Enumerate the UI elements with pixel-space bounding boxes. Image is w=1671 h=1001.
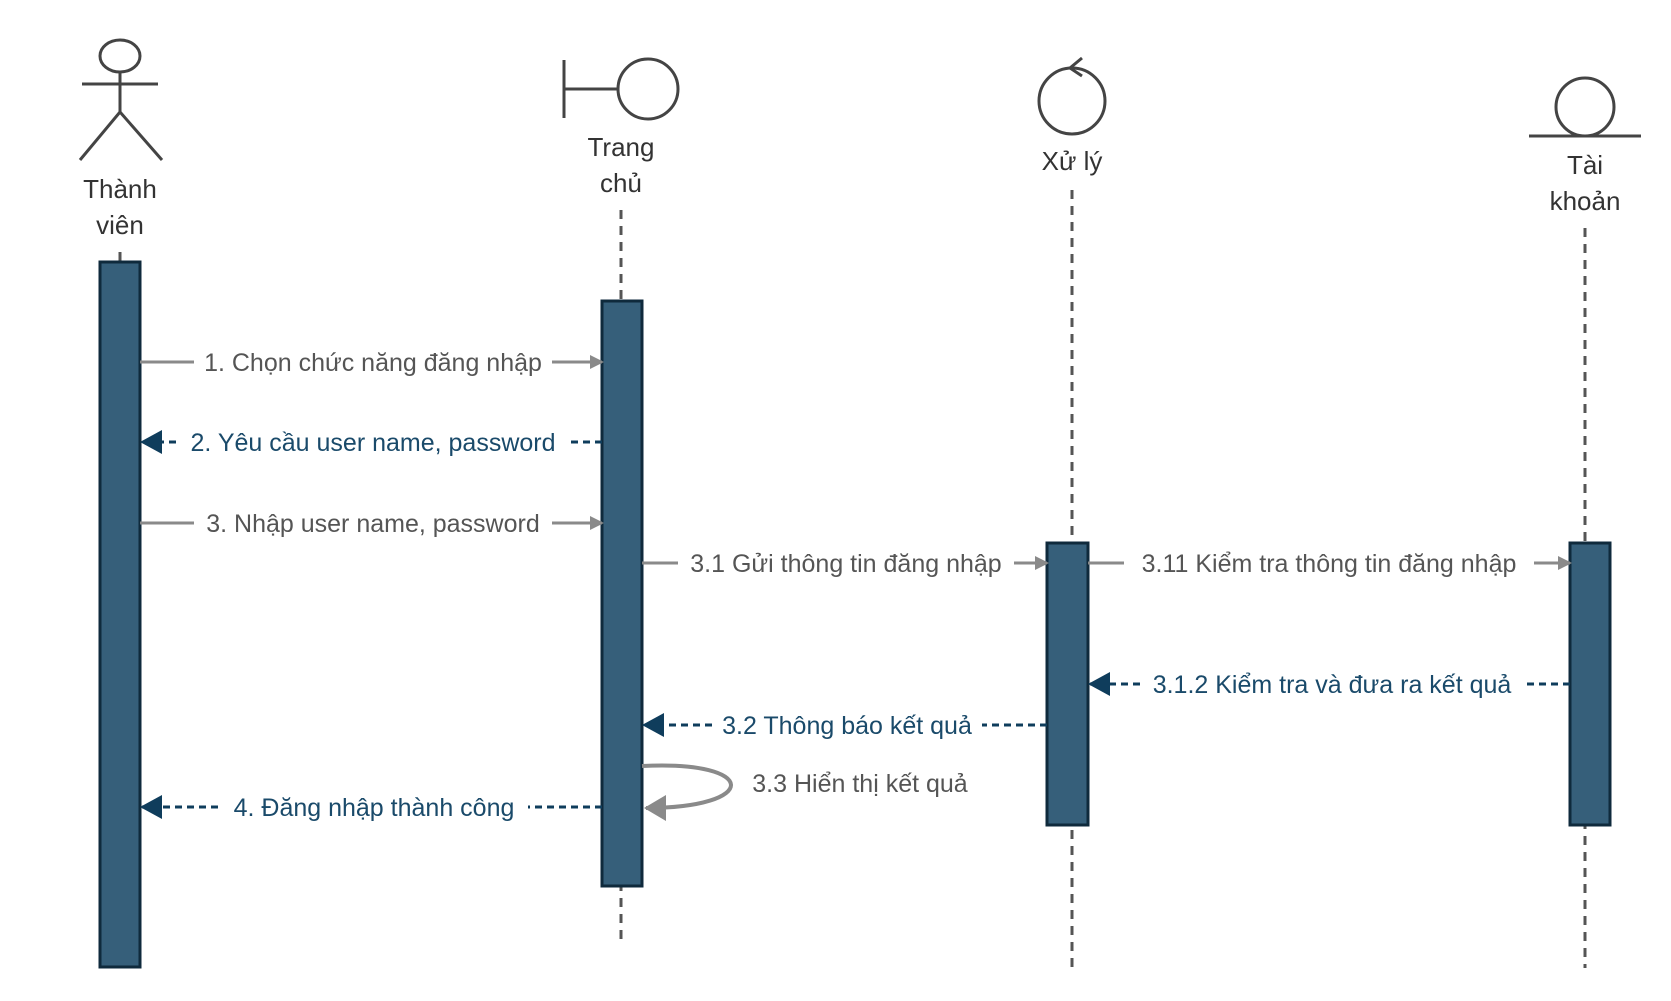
message-label-3-1: 3.1 Gửi thông tin đăng nhập [690, 550, 1001, 578]
control-icon [1037, 56, 1107, 136]
message-label-1: 1. Chọn chức năng đăng nhập [204, 349, 542, 377]
participant-label-process: Xử lý [1042, 146, 1103, 176]
message-arrow-3-3 [641, 763, 733, 821]
message-label-3-1-2: 3.1.2 Kiểm tra và đưa ra kết quả [1153, 671, 1512, 699]
participant-label-account-line2: khoản [1550, 186, 1621, 216]
message-label-4: 4. Đăng nhập thành công [234, 794, 515, 822]
entity-icon [1529, 76, 1641, 138]
message-label-3-2: 3.2 Thông báo kết quả [722, 712, 972, 740]
participant-label-account: Tài [1567, 150, 1603, 180]
actor-icon [78, 38, 164, 161]
message-label-3-3: 3.3 Hiển thị kết quả [752, 770, 968, 798]
activation-bar-home [600, 299, 644, 888]
message-label-3: 3. Nhập user name, password [206, 510, 540, 538]
participant-label-home: Trang [588, 132, 655, 162]
participant-label-member-line2: viên [96, 210, 144, 240]
boundary-icon [562, 57, 680, 121]
message-label-2: 2. Yêu cầu user name, password [190, 429, 555, 457]
activation-bar-process [1045, 541, 1090, 827]
activation-bar-account [1568, 541, 1612, 827]
participant-label-home-line2: chủ [600, 168, 642, 198]
activation-bar-member [98, 260, 142, 969]
participant-label-member: Thành [83, 174, 157, 204]
message-label-3-11: 3.11 Kiểm tra thông tin đăng nhập [1142, 550, 1517, 578]
